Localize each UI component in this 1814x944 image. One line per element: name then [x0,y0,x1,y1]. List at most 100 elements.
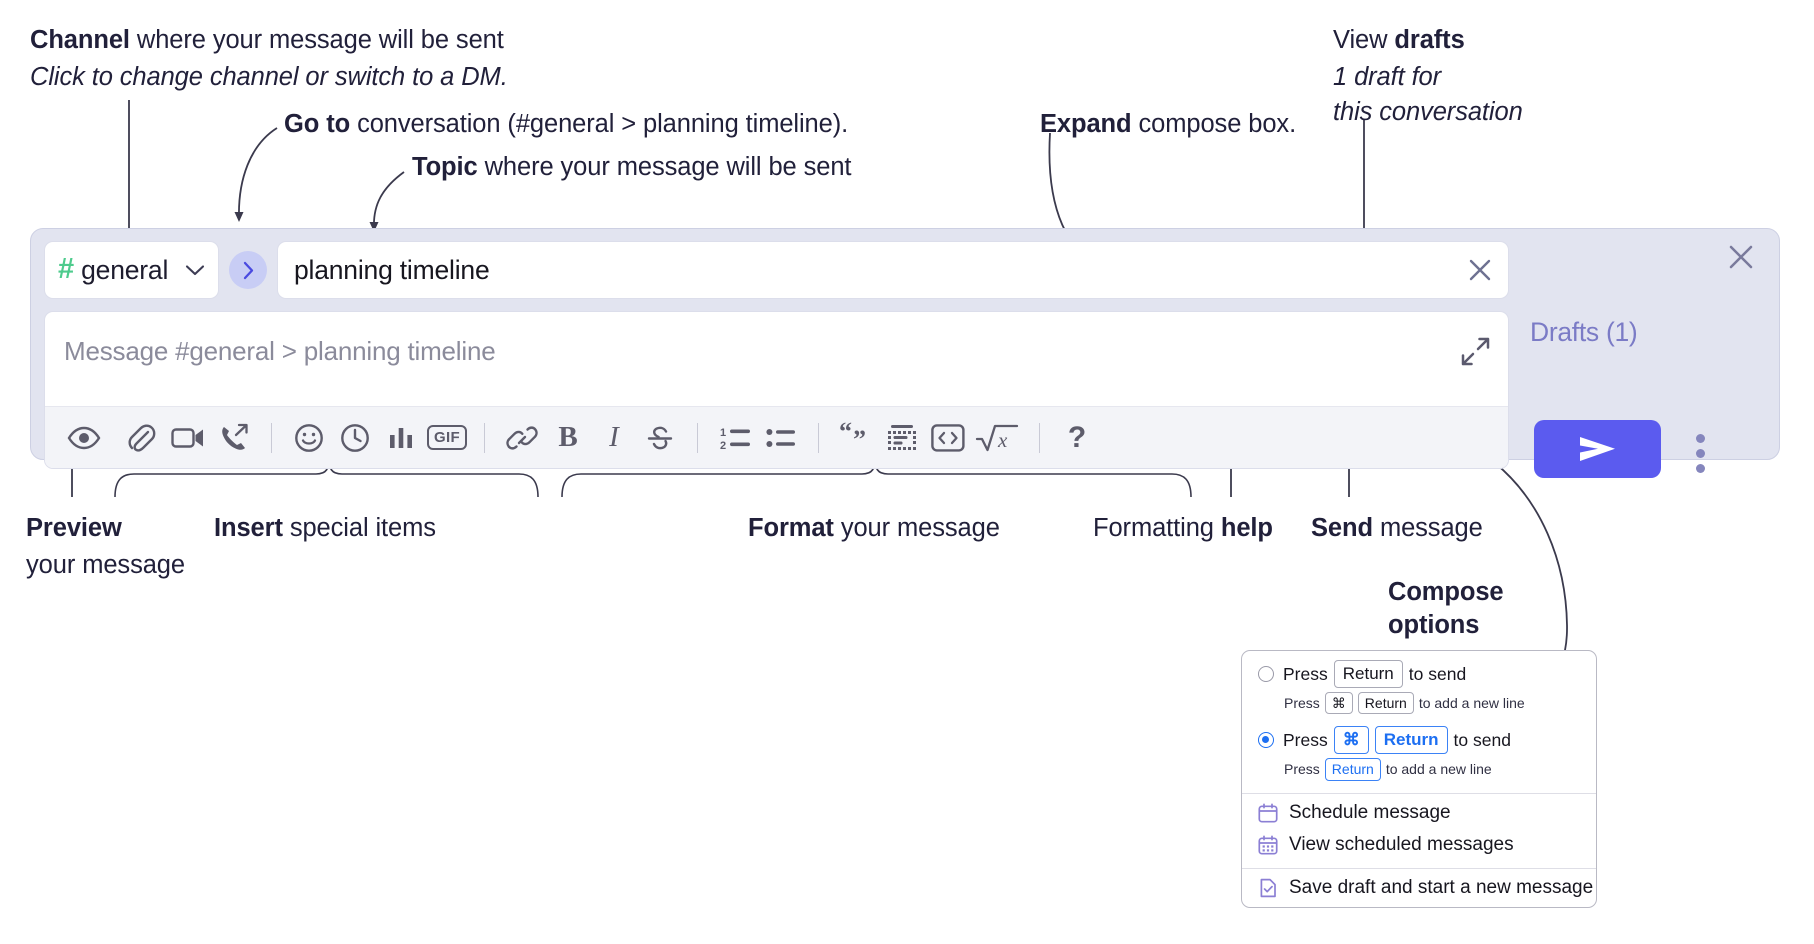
annotation-send: Send message [1311,512,1483,544]
option2-pre: Press [1283,729,1328,750]
annotation-help-bold: help [1220,514,1273,542]
goto-conversation-button[interactable] [229,251,267,289]
video-clip-button[interactable] [165,415,211,461]
annotation-expand-bold: Expand [1040,110,1132,138]
annotation-format-rest: your message [833,514,1000,542]
vertical-dots-icon [1696,434,1705,473]
schedule-button[interactable] [332,415,378,461]
composer-close-button[interactable] [1725,241,1757,273]
toolbar-divider [697,422,698,453]
message-placeholder: Message #general > planning timeline [64,336,496,366]
send-button[interactable] [1534,420,1661,478]
menu-item-view-scheduled-messages[interactable]: View scheduled messages [1242,832,1596,864]
annotation-compose-options-bold1: Compose [1388,578,1504,606]
option2-sub-pre: Press [1284,761,1320,778]
blockquote-button[interactable]: “ ” [833,415,879,461]
topic-value: planning timeline [294,254,490,285]
annotation-preview: Preview your message [26,512,185,581]
channel-name-label: general [81,254,169,285]
bulleted-list-button[interactable] [758,415,804,461]
option2-sub-key: Return [1324,758,1381,781]
radio-unselected-icon [1258,666,1274,683]
topic-input[interactable]: planning timeline [277,241,1509,299]
message-box: Message #general > planning timeline [44,311,1509,469]
annotation-expand-rest: compose box. [1131,110,1297,138]
link-button[interactable] [499,415,545,461]
toolbar-divider [818,422,819,453]
emoji-button[interactable] [286,415,332,461]
menu-option-cmd-return-to-send[interactable]: Press ⌘ Return to send [1242,722,1596,755]
annotation-drafts-lead: View [1333,26,1395,54]
close-icon [1725,241,1757,273]
link-icon [506,424,538,452]
poll-button[interactable] [378,415,424,461]
calendar-icon [1258,803,1278,823]
annotation-send-bold: Send [1311,514,1373,542]
formatting-help-button[interactable]: ? [1054,415,1100,461]
eye-icon [67,425,101,451]
preview-button[interactable] [61,415,107,461]
square-root-icon: x [975,423,1020,453]
italic-button[interactable]: I [591,415,637,461]
math-button[interactable]: x [971,415,1025,461]
svg-text:“: “ [839,417,852,446]
message-input-area[interactable]: Message #general > planning timeline [45,312,1508,406]
strikethrough-icon [646,423,674,453]
menu-item-label: Schedule message [1289,801,1451,823]
option2-key1: ⌘ [1333,726,1369,755]
annotation-preview-rest: your message [26,551,185,580]
annotation-help: Formatting help [1093,512,1273,544]
compose-options-kebab-button[interactable] [1696,434,1705,473]
bulleted-list-icon [766,425,796,451]
dot [1696,449,1705,458]
menu-item-schedule-message[interactable]: Schedule message [1242,794,1596,832]
option2-text: Press ⌘ Return to send [1283,726,1511,755]
annotation-compose-options-bold2: options [1388,611,1480,640]
dot [1696,464,1705,473]
annotation-format-bold: Format [748,514,834,542]
audio-clip-button[interactable] [211,415,257,461]
clock-icon [340,423,370,453]
menu-item-save-draft[interactable]: Save draft and start a new message [1242,869,1596,907]
gif-icon: GIF [427,425,467,450]
annotation-preview-bold: Preview [26,514,122,542]
option1-pre: Press [1283,663,1328,684]
gif-button[interactable]: GIF [424,415,470,461]
expand-compose-button[interactable] [1460,336,1490,366]
option1-sub-key1: ⌘ [1324,692,1353,715]
annotation-topic-bold: Topic [412,153,478,181]
strikethrough-button[interactable] [637,415,683,461]
annotation-insert: Insert special items [214,512,436,544]
drafts-link[interactable]: Drafts (1) [1530,317,1638,348]
topic-clear-close-icon[interactable] [1465,255,1495,285]
annotation-drafts-bold: drafts [1394,26,1465,54]
svg-text:2: 2 [720,440,726,452]
channel-selector[interactable]: # general [44,241,219,299]
bold-button[interactable]: B [545,415,591,461]
italic-icon: I [609,421,619,453]
annotation-drafts: View drafts 1 draft for this conversatio… [1333,24,1523,128]
paperclip-icon [128,423,156,453]
inline-code-button[interactable] [925,415,971,461]
annotation-help-lead: Formatting [1093,514,1221,542]
code-block-icon [887,424,917,452]
option2-key2: Return [1374,726,1448,755]
angle-brackets-icon [931,423,965,452]
menu-option-return-to-send[interactable]: Press Return to send [1242,651,1596,689]
annotation-topic-rest: where your message will be sent [477,153,852,181]
svg-text:1: 1 [720,427,726,439]
toolbar-divider [484,422,485,453]
attach-button[interactable] [119,415,165,461]
code-block-button[interactable] [879,415,925,461]
ordered-list-button[interactable]: 1 2 [712,415,758,461]
option2-subtext: Press Return to add a new line [1242,754,1596,788]
annotation-send-rest: message [1372,514,1483,542]
annotation-drafts-italic1: 1 draft for [1333,63,1442,92]
chevron-right-icon [242,261,255,280]
file-check-icon [1258,878,1278,898]
hash-icon: # [58,252,75,285]
annotation-topic: Topic where your message will be sent [412,151,852,183]
annotation-channel-bold: Channel [30,26,130,54]
composer-inner: # general planning timeline [44,241,1509,469]
